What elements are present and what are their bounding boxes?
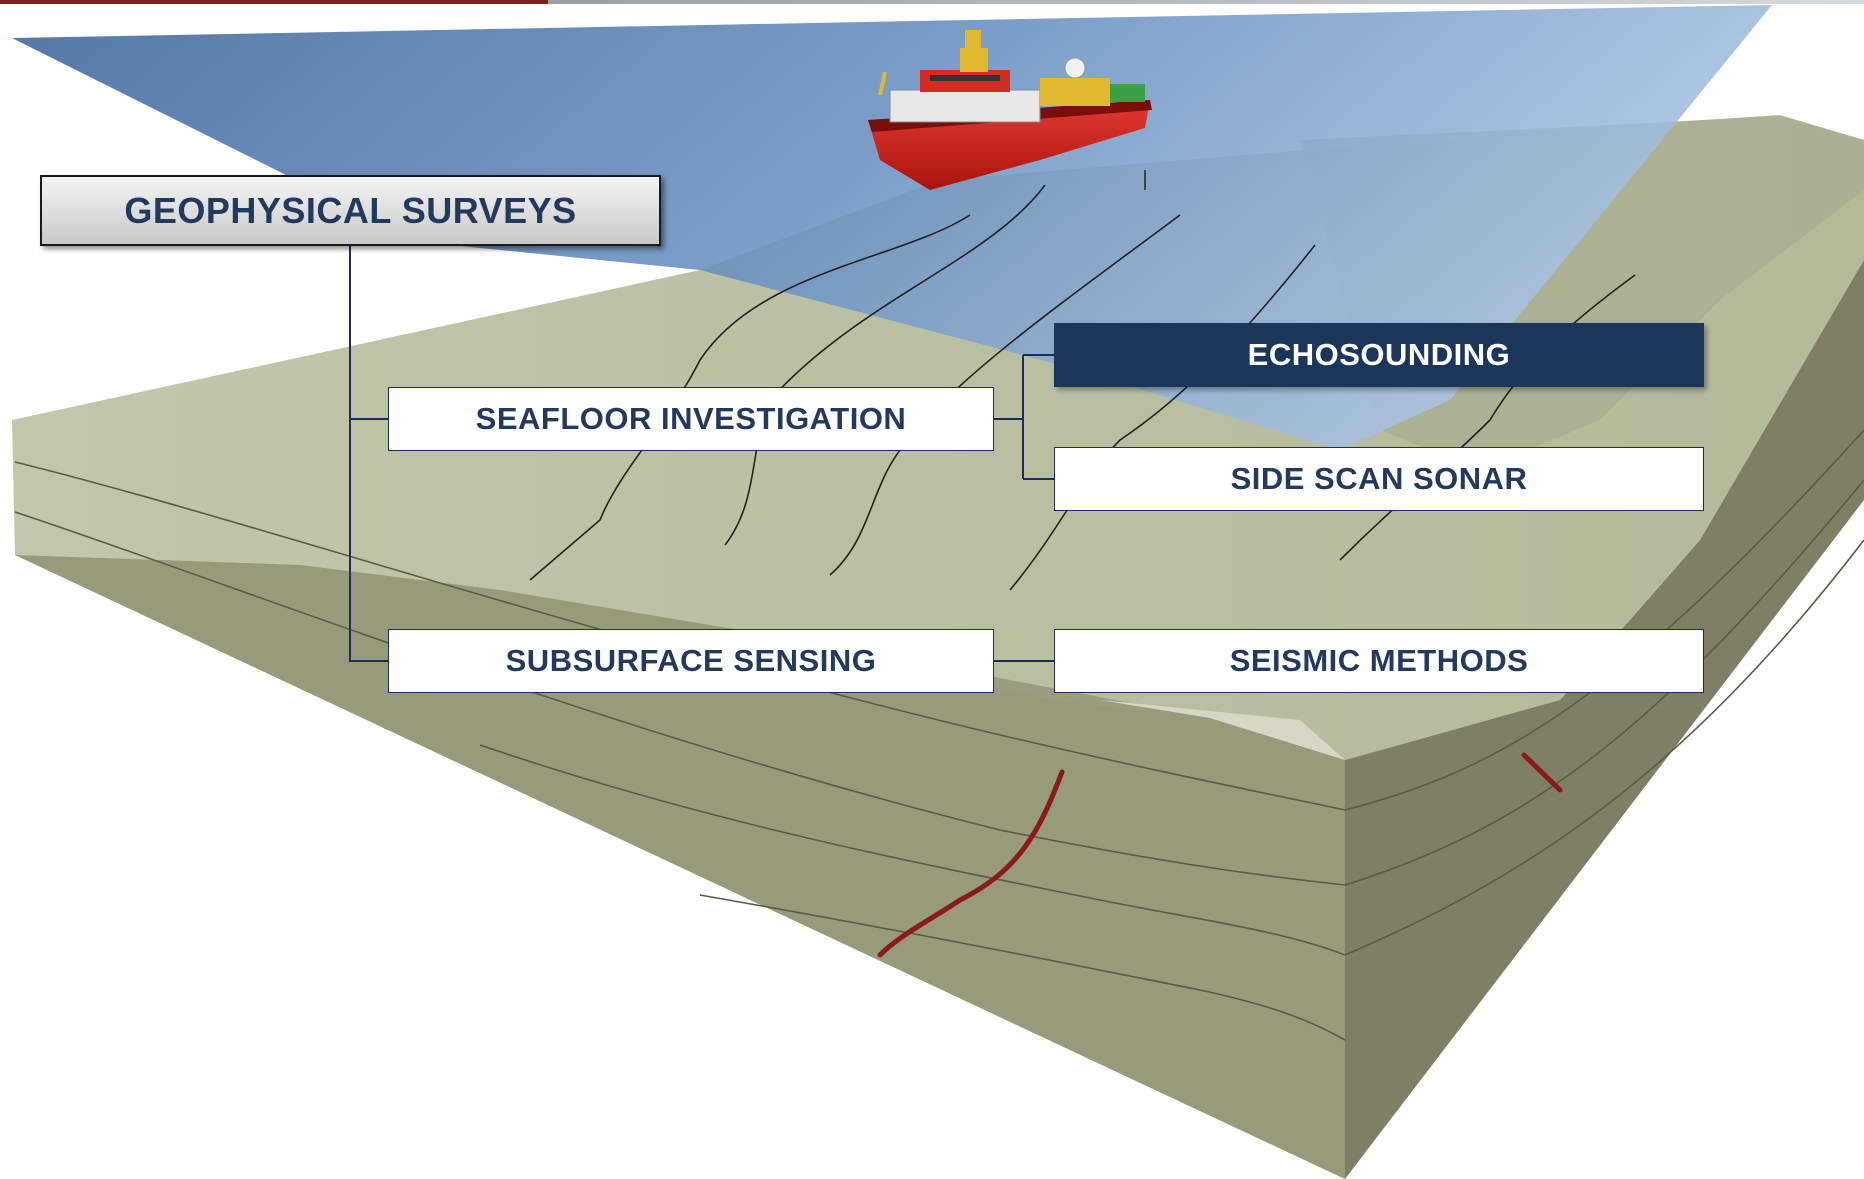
seabed-front-face-main — [15, 555, 1345, 1179]
research-ship-icon — [868, 30, 1152, 190]
seafloor-investigation-box: SEAFLOOR INVESTIGATION — [388, 387, 994, 451]
geophysical-surveys-title: GEOPHYSICAL SURVEYS — [40, 175, 661, 246]
side-scan-sonar-box: SIDE SCAN SONAR — [1054, 447, 1704, 511]
seismic-methods-box: SEISMIC METHODS — [1054, 629, 1704, 693]
subsurface-sensing-box: SUBSURFACE SENSING — [388, 629, 994, 693]
strata-lines — [14, 429, 1864, 1041]
seabed-side-face — [1345, 260, 1864, 1179]
fault-lines — [877, 752, 1563, 958]
header-divider — [548, 0, 1864, 4]
sediment-ledge — [1100, 700, 1345, 760]
echosounding-box: ECHOSOUNDING — [1054, 323, 1704, 387]
connector-lines — [349, 246, 1054, 662]
header-accent-bar — [0, 0, 548, 4]
